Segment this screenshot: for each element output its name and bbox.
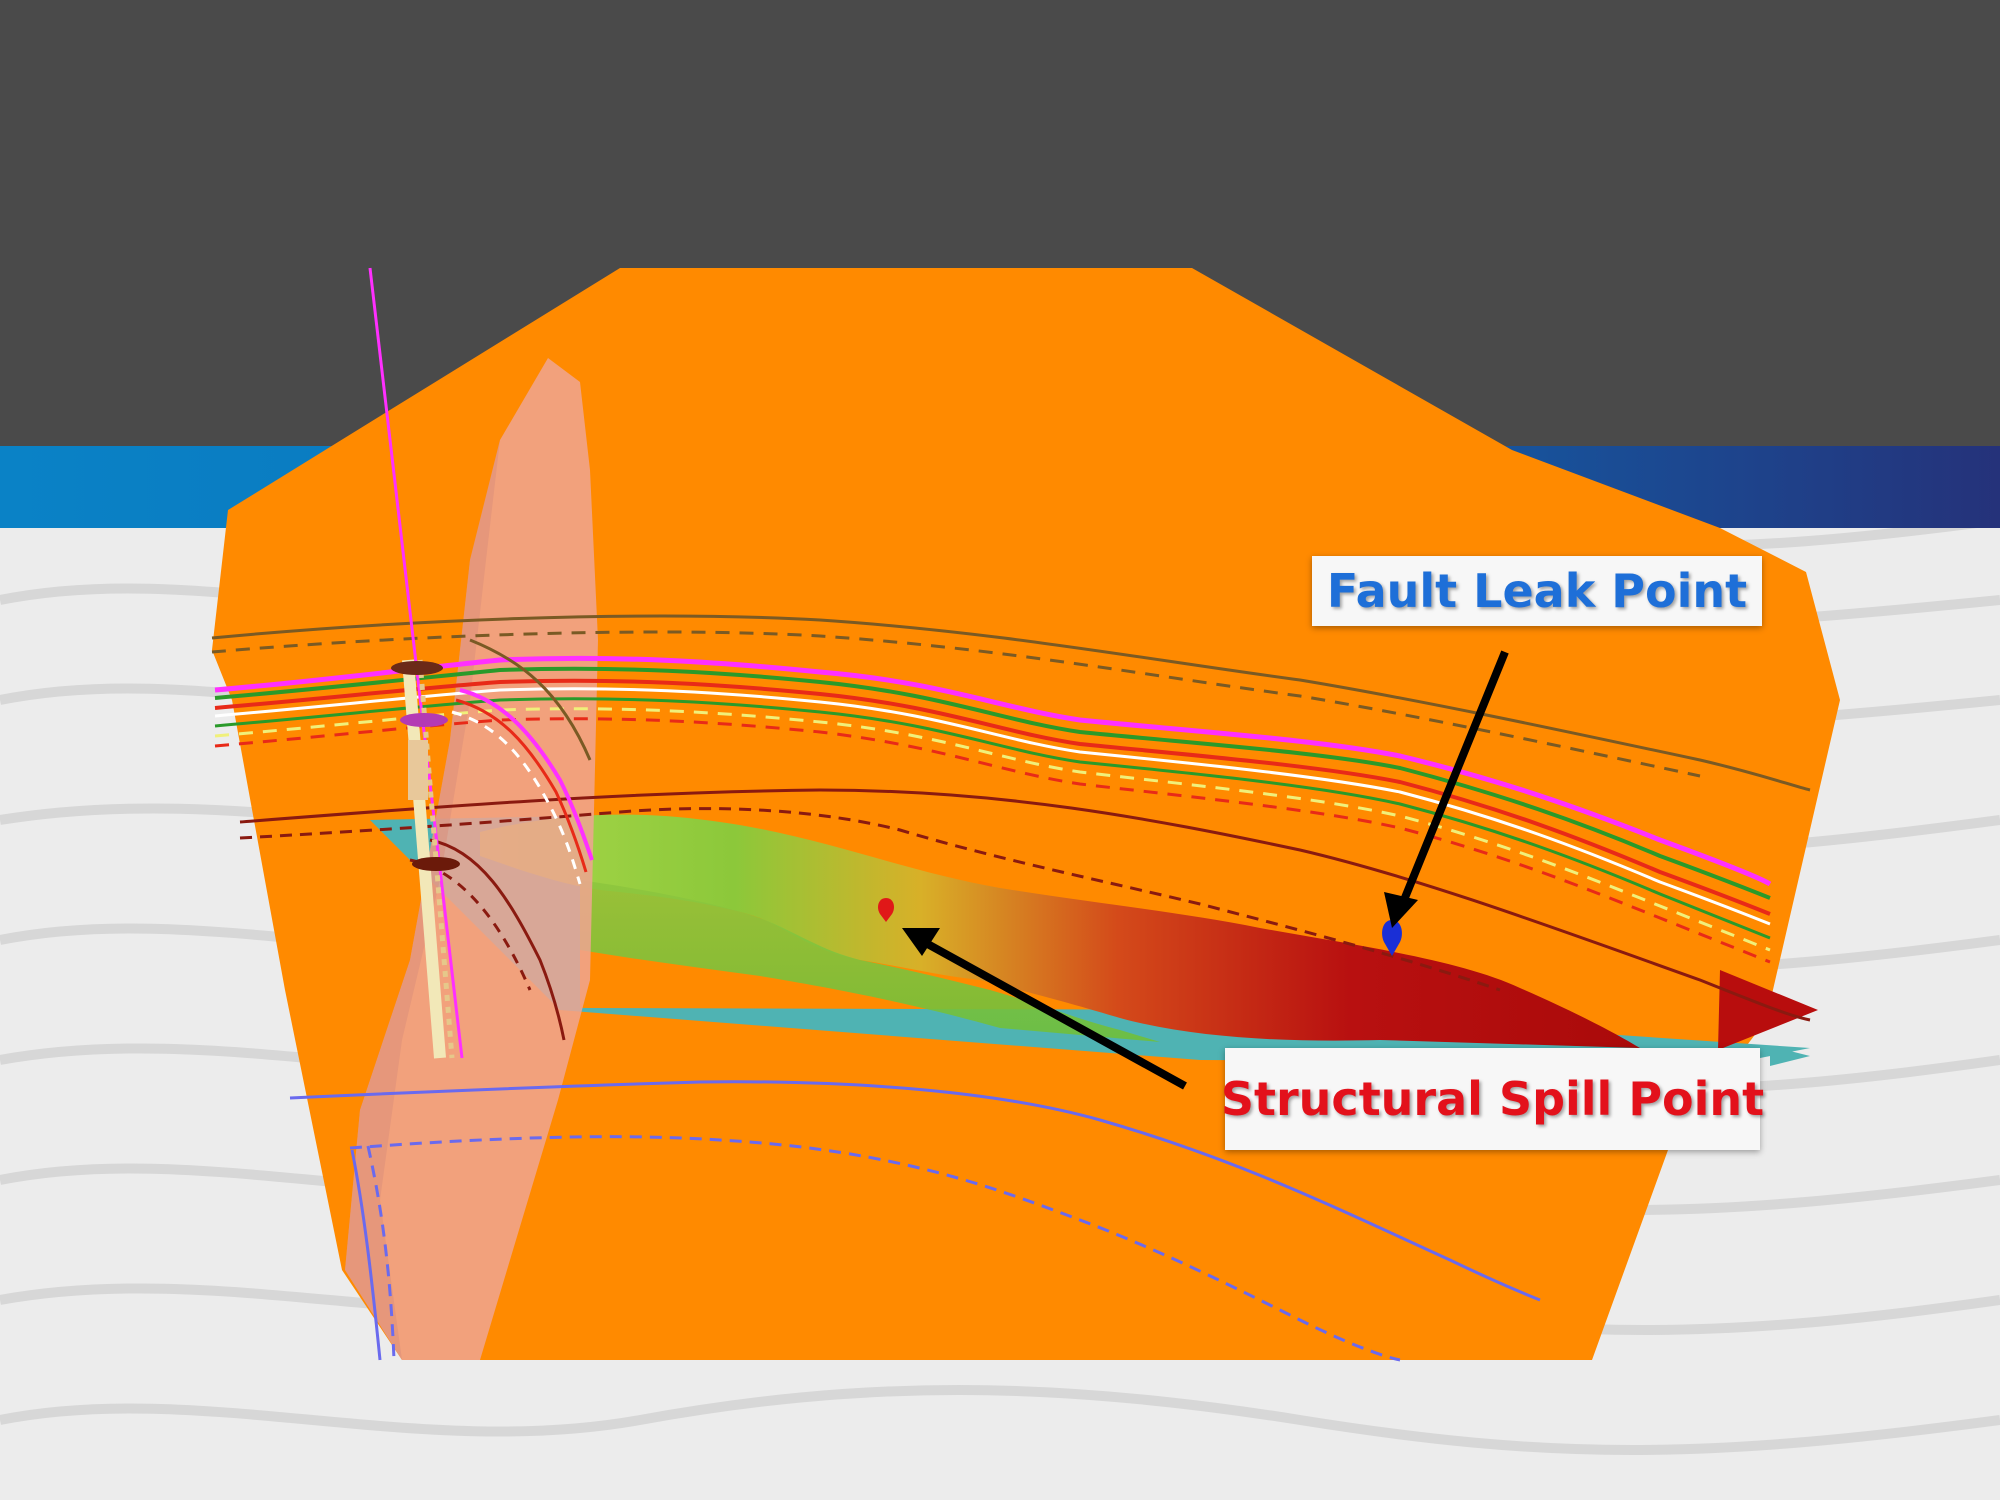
spill-point-marker [878, 898, 894, 922]
fault-leak-marker [1382, 920, 1402, 956]
reservoir-surface [480, 814, 1640, 1048]
structural-spill-point-label: Structural Spill Point [1221, 1048, 1764, 1150]
red-wedge [1718, 970, 1818, 1050]
horizon-lines [211, 614, 1811, 1362]
spill-point-arrow [902, 928, 1187, 1090]
fault-leak-arrow [1384, 650, 1509, 928]
well-track [368, 267, 464, 1059]
reservoir-skirt [580, 880, 1160, 1042]
structural-spill-point-text: Structural Spill Point [1220, 1072, 1765, 1126]
water-contact-edge [1770, 1046, 1810, 1066]
fault-leak-point-label: Fault Leak Point [1312, 556, 1762, 626]
fault-leak-point-text: Fault Leak Point [1326, 564, 1748, 618]
